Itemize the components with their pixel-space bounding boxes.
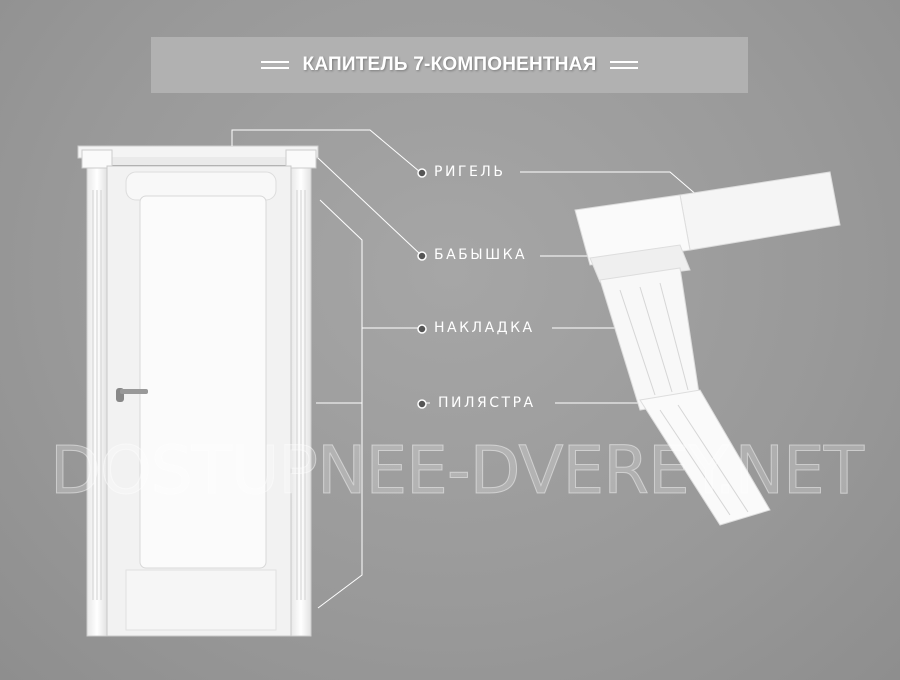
decor-dash-right <box>610 61 639 69</box>
label-rigel: РИГЕЛЬ <box>434 164 506 180</box>
component-parts-illustration <box>574 171 841 526</box>
title-banner: КАПИТЕЛЬ 7-КОМПОНЕНТНАЯ <box>151 37 748 93</box>
decor-dash-left <box>260 61 289 69</box>
label-nakladka: НАКЛАДКА <box>434 320 535 336</box>
leader-dots <box>417 168 427 409</box>
door-illustration <box>77 145 319 637</box>
label-babyshka: БАБЫШКА <box>434 247 528 263</box>
leader-lines <box>231 129 721 609</box>
door-handle-icon <box>116 388 148 402</box>
page-title: КАПИТЕЛЬ 7-КОМПОНЕНТНАЯ <box>302 54 597 75</box>
label-pilyastra: ПИЛЯСТРА <box>438 395 536 411</box>
